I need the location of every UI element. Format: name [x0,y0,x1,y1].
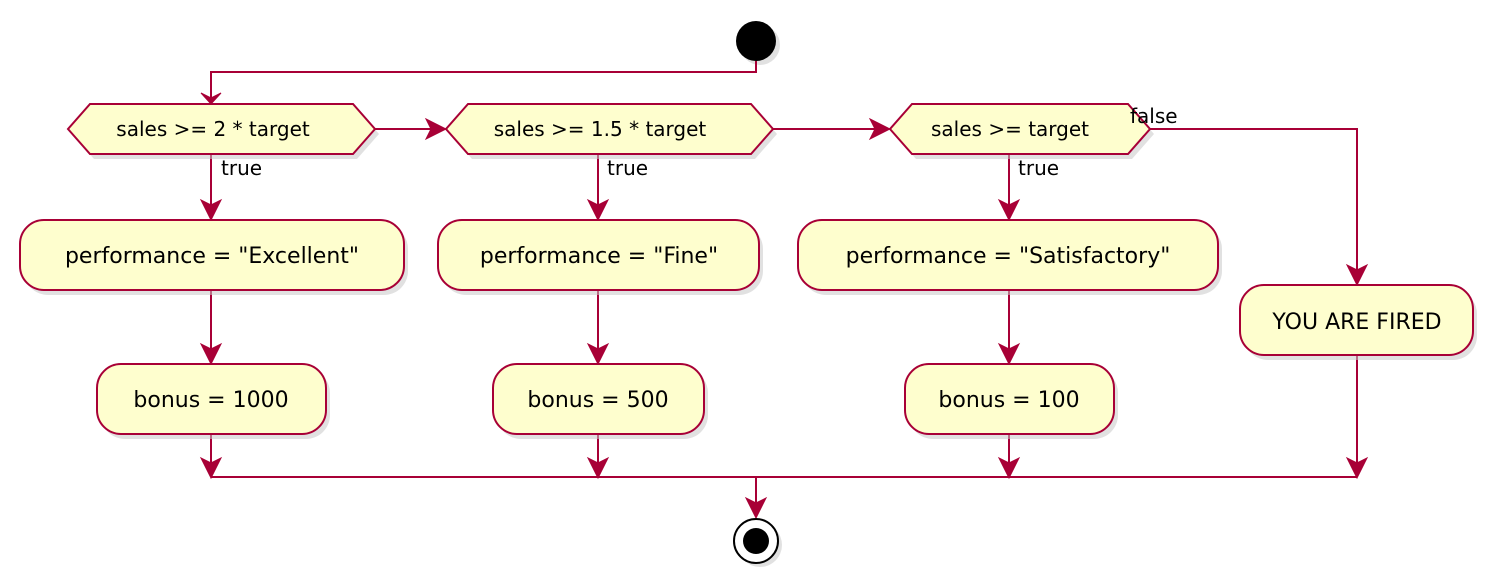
action-you-are-fired-text: YOU ARE FIRED [1271,310,1441,335]
action-performance-excellent [19,219,405,291]
arrowhead [199,342,223,366]
edge-cond3-false [1128,128,1358,280]
branch-label-true-2: true [607,156,648,180]
action-performance-fine [437,219,760,291]
arrowhead [997,342,1021,366]
arrowhead [586,198,610,222]
action-performance-excellent-text: performance = "Excellent" [65,244,359,269]
action-bonus-1000 [96,363,327,435]
arrowhead [1345,263,1369,287]
action-performance-satisfactory-text: performance = "Satisfactory" [846,244,1171,269]
arrowhead [868,117,892,141]
decision-1-text: sales >= 2 * target [116,117,310,141]
action-bonus-500 [492,363,705,435]
decision-node-2 [444,103,775,155]
arrowhead [199,456,223,480]
branch-label-false: false [1130,104,1178,128]
arrowhead [200,92,222,105]
branch-label-true-1: true [221,156,262,180]
arrowhead [424,117,448,141]
arrowhead [744,496,768,520]
branch-label-true-3: true [1018,156,1059,180]
action-performance-satisfactory [797,219,1219,291]
action-performance-fine-text: performance = "Fine" [480,244,718,269]
arrowhead [586,456,610,480]
arrowhead [997,198,1021,222]
decision-node-1 [66,103,377,155]
arrowhead [586,342,610,366]
decision-node-3 [888,103,1152,155]
arrowhead [997,456,1021,480]
edges [199,61,1369,520]
action-bonus-100 [904,363,1115,435]
arrowhead [199,198,223,222]
decision-3-text: sales >= target [931,117,1089,141]
decision-2-text: sales >= 1.5 * target [494,117,707,141]
action-you-are-fired [1239,284,1474,356]
action-bonus-500-text: bonus = 500 [527,388,668,413]
start-node [736,21,776,61]
end-node-core [743,528,769,554]
action-bonus-1000-text: bonus = 1000 [133,388,288,413]
edge-start-to-cond1 [210,61,757,100]
action-bonus-100-text: bonus = 100 [938,388,1079,413]
arrowhead [1345,456,1369,480]
